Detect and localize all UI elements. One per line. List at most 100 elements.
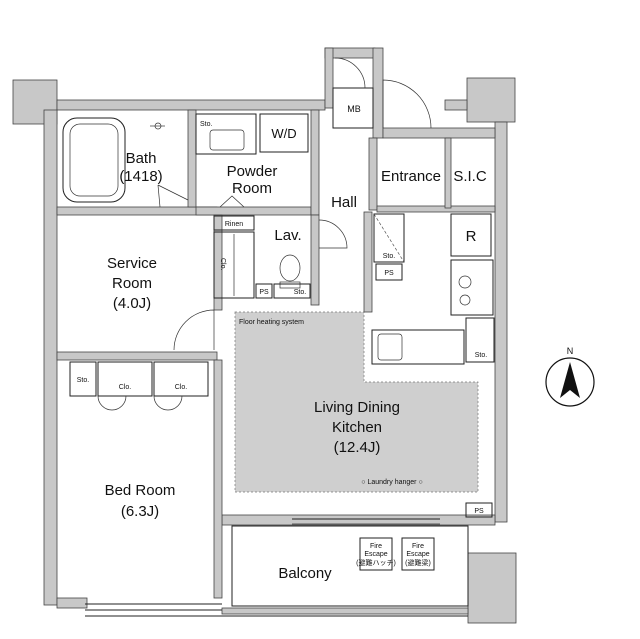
stove-burner-1	[458, 275, 472, 289]
fire-escape-1-line2: Escape	[364, 551, 387, 558]
wall-bath-bottom	[56, 206, 218, 216]
bed-clo-label-1: Clo.	[119, 384, 132, 391]
wall-mb-right	[372, 47, 384, 139]
fire-escape-2-line1: Fire	[412, 543, 424, 550]
balcony-ps-label: PS	[474, 508, 484, 515]
bath-label: Bath	[126, 150, 157, 167]
bed-room-label-2: (6.3J)	[121, 503, 159, 520]
wall-hall-left	[324, 47, 334, 109]
bed-room-label-1: Bed Room	[105, 482, 176, 499]
bathtub-inner	[69, 123, 119, 197]
floor-heating-label: Floor heating system	[239, 319, 304, 326]
wall-right	[494, 121, 508, 523]
wall-lav-right	[310, 214, 320, 306]
north-arrow-icon	[560, 362, 580, 398]
service-room-label-1: Service	[107, 255, 157, 272]
sic-label: S.I.C	[453, 168, 487, 185]
fire-escape-2-line2: Escape	[406, 551, 429, 558]
service-room-label-3: (4.0J)	[113, 295, 151, 312]
wall-entrance-top	[382, 127, 496, 139]
rinen-label: Rinen	[225, 221, 243, 228]
kitchen-counter	[450, 259, 494, 316]
wall-sic-left	[444, 137, 452, 209]
fire-escape-1-line1: Fire	[370, 543, 382, 550]
wall-bottom-left	[56, 597, 88, 609]
floor-heating-area	[234, 311, 479, 493]
lav-door	[318, 219, 348, 249]
service-room-door	[173, 309, 215, 351]
lav-ps-box	[255, 283, 273, 299]
bed-clo-box-1	[97, 361, 153, 397]
mb-box	[332, 87, 374, 129]
fire-escape-2-line3: (避難梁)	[405, 558, 431, 567]
balcony-label: Balcony	[278, 565, 332, 582]
wall-entrance-left	[368, 137, 378, 211]
toilet	[279, 254, 301, 282]
mb-door	[334, 57, 366, 89]
bed-clo-doors	[97, 395, 183, 411]
ldk-label-2: Kitchen	[332, 419, 382, 436]
north-label: N	[567, 346, 574, 356]
wall-entrance-bottom	[376, 205, 496, 213]
powder-sto-box	[195, 113, 257, 155]
fridge-label: R	[466, 228, 477, 245]
powder-sto-label: Sto.	[200, 121, 213, 128]
fire-escape-1-line3: (避難ハッチ)	[356, 558, 396, 567]
wall-powder-right	[310, 109, 320, 216]
wall-bath-powder	[187, 109, 197, 208]
lav-label: Lav.	[274, 227, 301, 244]
wall-balcony-bottom	[221, 607, 469, 615]
powder-room-label-1: Powder	[227, 163, 278, 180]
fire-escape-box-1	[359, 537, 393, 571]
north-arrow: N	[545, 346, 595, 407]
north-arrow-circle	[545, 357, 595, 407]
balcony-area	[231, 525, 469, 607]
washbasin	[209, 129, 245, 151]
kitchen-sto-label: Sto.	[475, 352, 488, 359]
ldk-label-1: Living Dining	[314, 399, 400, 416]
ldk-label-3: (12.4J)	[334, 439, 381, 456]
wall-top-left	[56, 99, 326, 111]
bathtub	[62, 117, 126, 203]
bath-door	[157, 184, 189, 208]
entrance-ps-box	[375, 263, 403, 281]
wd-label: W/D	[271, 126, 296, 141]
wall-balcony-top	[221, 514, 496, 526]
bed-clo-box-2	[153, 361, 209, 397]
bed-clo-label-2: Clo.	[175, 384, 188, 391]
bed-sto-box	[69, 361, 97, 397]
lav-sto-label: Sto.	[294, 289, 307, 296]
column-bottom-right	[467, 552, 517, 624]
rinen-box	[213, 215, 255, 231]
wall-top-right	[444, 99, 468, 111]
laundry-hanger-label: ○ Laundry hanger ○	[361, 479, 422, 486]
powder-room-label-2: Room	[232, 180, 272, 197]
wall-left	[43, 109, 58, 606]
powder-door	[219, 195, 245, 208]
entrance-ps-label: PS	[384, 270, 394, 277]
hall-label: Hall	[331, 194, 357, 211]
mb-label: MB	[347, 104, 361, 114]
lav-ps-label: PS	[259, 289, 269, 296]
wall-powder-bottom	[195, 206, 312, 216]
wall-bed-right	[213, 359, 223, 599]
wall-kitchen-left	[363, 211, 373, 313]
service-room-label-2: Room	[112, 275, 152, 292]
lav-sto-box	[273, 283, 311, 299]
entrance-label: Entrance	[381, 168, 441, 185]
kitchen-island	[371, 329, 465, 365]
bath-faucet-knob	[154, 122, 162, 130]
kitchen-sto-box	[465, 317, 495, 363]
service-clo-label: Clo.	[219, 258, 226, 271]
toilet-tank	[279, 281, 301, 289]
entrance-sto-label: Sto.	[383, 253, 396, 260]
balcony-ps-box	[465, 502, 493, 518]
service-clo-box	[213, 231, 255, 299]
wd-box	[259, 113, 309, 153]
entrance-door	[382, 79, 432, 129]
bath-size-label: (1418)	[119, 168, 162, 185]
kitchen-sink	[377, 333, 403, 361]
fire-escape-box-2	[401, 537, 435, 571]
fridge-box	[450, 213, 492, 257]
